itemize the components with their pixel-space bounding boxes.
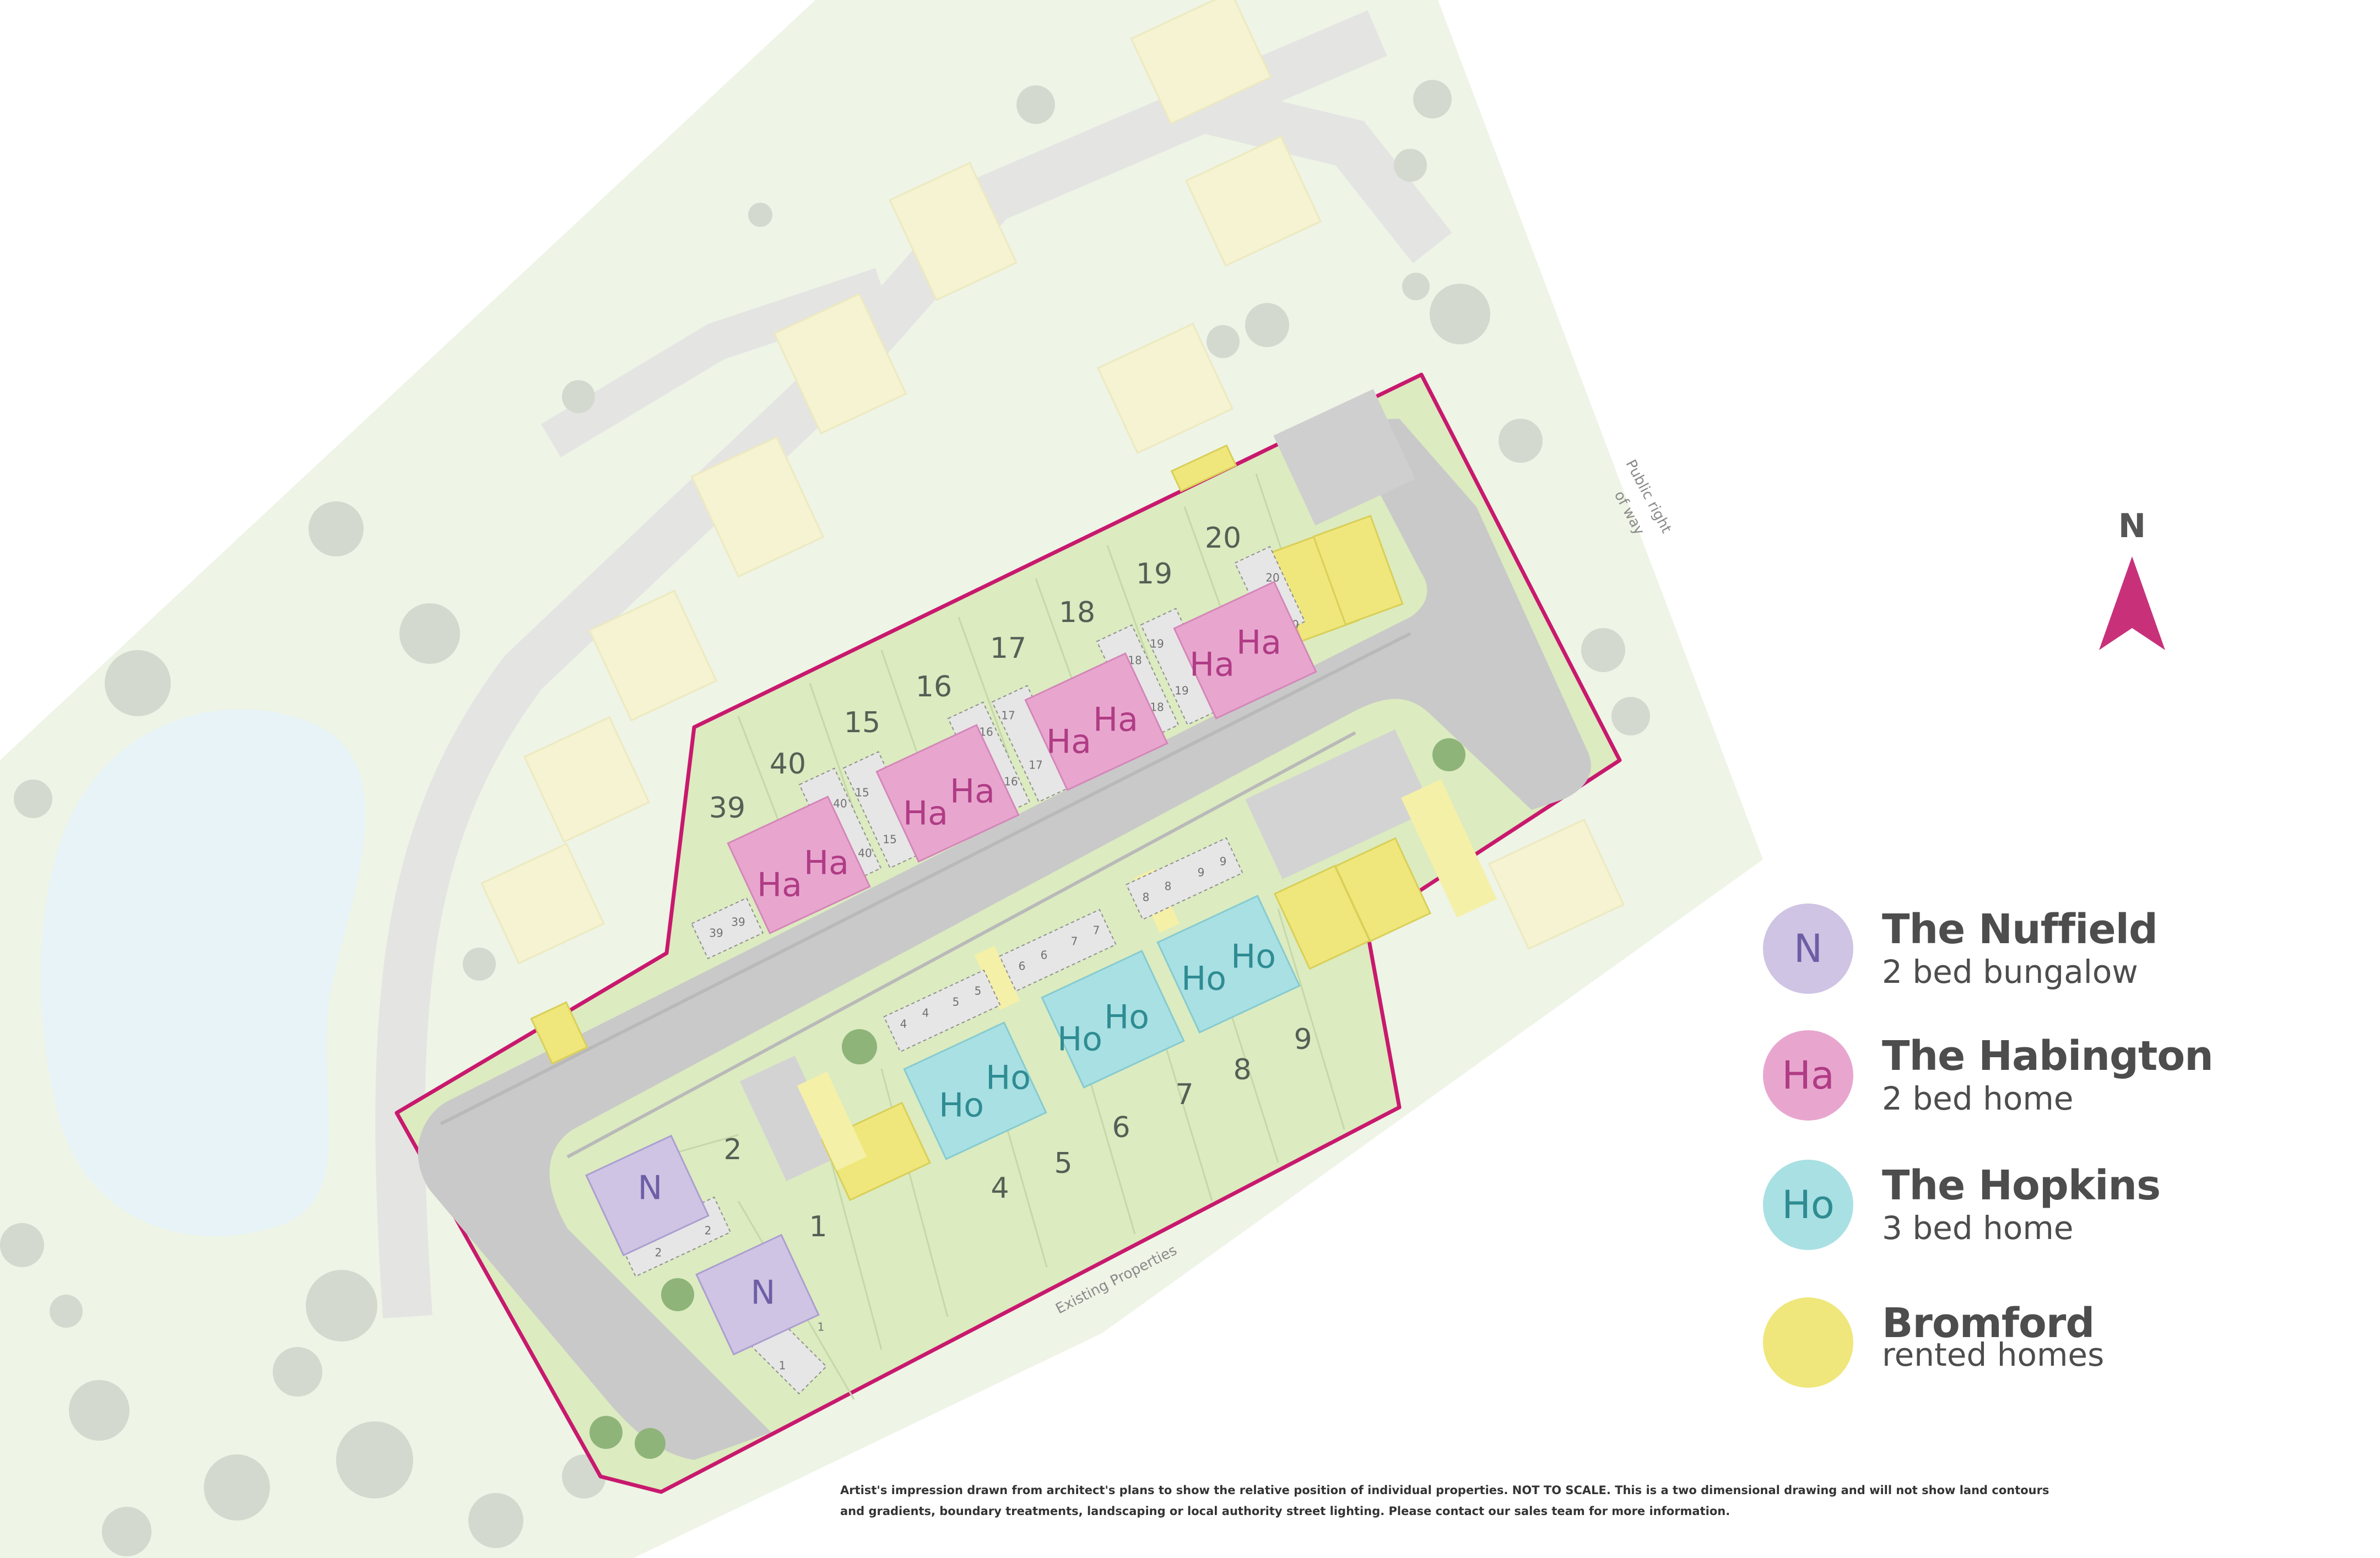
house-code-ha: Ha <box>757 866 802 905</box>
legend-subtitle: rented homes <box>1882 1336 2105 1373</box>
plot-number: 17 <box>990 632 1026 665</box>
legend-title: Bromford <box>1882 1300 2095 1347</box>
plot-number: 39 <box>709 792 745 825</box>
house-code-ho: Ho <box>939 1086 984 1125</box>
parking-number: 2 <box>705 1224 712 1237</box>
legend-subtitle: 3 bed home <box>1882 1209 2074 1247</box>
parking-number: 39 <box>731 916 745 929</box>
parking-number: 19 <box>1150 637 1164 651</box>
house-code-ha: Ha <box>950 772 995 811</box>
house-code-ha: Ha <box>1093 701 1138 739</box>
house-code-ha: Ha <box>804 844 849 883</box>
parking-number: 6 <box>1019 960 1026 973</box>
site-trees <box>589 738 1465 1459</box>
plot-number: 7 <box>1175 1078 1193 1111</box>
parking-number: 39 <box>709 927 723 940</box>
parking-number: 4 <box>922 1007 929 1020</box>
parking-number: 17 <box>1001 709 1015 722</box>
house-code-ha: Ha <box>903 794 948 833</box>
parking-number: 9 <box>1220 855 1227 868</box>
house-code-ha: Ha <box>1189 646 1235 684</box>
parking-number: 7 <box>1071 935 1078 948</box>
plot-number: 40 <box>770 748 806 781</box>
parking-court <box>1245 729 1432 879</box>
legend-item-hopkins: Ho The Hopkins 3 bed home <box>1763 1160 2369 1259</box>
legend-item-bromford: Bromford rented homes <box>1763 1297 2369 1397</box>
parking-number: 19 <box>1175 684 1188 697</box>
parking-number: 8 <box>1143 891 1150 904</box>
parking-number: 2 <box>655 1246 662 1259</box>
nuffield-homes <box>585 1134 820 1356</box>
parking-number: 1 <box>818 1321 825 1334</box>
house-code-ho: Ho <box>1181 960 1226 998</box>
plot-number: 5 <box>1054 1147 1072 1180</box>
house-code-n: N <box>638 1169 663 1208</box>
road-kerb <box>440 632 1411 1159</box>
parking-number: 16 <box>1004 775 1018 788</box>
bromford-homes <box>530 444 1432 1202</box>
legend-item-habington: Ha The Habington 2 bed home <box>1763 1030 2369 1129</box>
plot-number: 1 <box>809 1210 827 1243</box>
trees <box>0 80 1650 1556</box>
parking-number: 17 <box>1029 759 1042 772</box>
plot-number: 19 <box>1136 558 1172 591</box>
legend-title: The Nuffield <box>1882 906 2158 953</box>
parking-number: 7 <box>1093 924 1100 937</box>
driveway-1 <box>739 1056 842 1181</box>
existing-estate <box>375 0 1625 1319</box>
hopkins-homes <box>903 895 1301 1160</box>
disclaimer-text: Artist's impression drawn from architect… <box>840 1484 2049 1518</box>
plot-number: 15 <box>844 706 880 739</box>
parking-number: 40 <box>858 847 872 860</box>
legend-swatch-bromford <box>1763 1297 1853 1388</box>
plot-numbers: 1 2 4 5 6 7 8 9 15 16 17 18 19 20 39 40 <box>709 522 1312 1243</box>
plot-number: 20 <box>1205 522 1241 555</box>
plot-number: 16 <box>916 670 952 704</box>
legend-title: The Habington <box>1882 1032 2214 1080</box>
legend-subtitle: 2 bed home <box>1882 1080 2074 1117</box>
legend-swatch-nuffield: N <box>1763 904 1853 994</box>
north-label: N <box>2118 507 2146 545</box>
plot-number: 4 <box>991 1172 1009 1205</box>
house-code-ho: Ho <box>1231 938 1276 976</box>
house-code-ha: Ha <box>1236 624 1281 662</box>
house-code-ho: Ho <box>1104 998 1149 1037</box>
parking-number: 6 <box>1041 949 1048 962</box>
north-arrow-icon <box>2099 556 2165 650</box>
legend-swatch-hopkins: Ho <box>1763 1160 1853 1250</box>
house-code-ha: Ha <box>1046 723 1091 761</box>
legend-item-nuffield: N The Nuffield 2 bed bungalow <box>1763 904 2369 1003</box>
parking-number: 9 <box>1198 866 1205 879</box>
legend-title: The Hopkins <box>1882 1162 2161 1209</box>
parking-number: 1 <box>779 1359 786 1372</box>
legend-swatch-habington: Ha <box>1763 1030 1853 1121</box>
parking-number: 40 <box>833 797 847 810</box>
turning-head <box>1273 389 1415 526</box>
parking-number: 8 <box>1165 880 1172 893</box>
parking-number: 15 <box>883 833 896 846</box>
house-code-ho: Ho <box>986 1059 1031 1097</box>
plot-number: 6 <box>1112 1111 1130 1144</box>
parking-number: 15 <box>855 786 869 799</box>
nuffield-codes: N N <box>638 1169 776 1312</box>
parking-number: 4 <box>900 1018 907 1031</box>
plot-number: 9 <box>1294 1023 1312 1056</box>
habington-codes: Ha Ha Ha Ha Ha Ha Ha Ha <box>757 624 1281 905</box>
parking-number: 5 <box>953 996 960 1009</box>
house-code-n: N <box>751 1274 776 1312</box>
pond <box>40 709 366 1236</box>
parking-bay-numbers: 39 39 40 40 15 15 16 16 17 17 18 18 19 1… <box>655 571 1299 1372</box>
legend-subtitle: 2 bed bungalow <box>1882 953 2138 991</box>
plot-number: 8 <box>1233 1053 1251 1086</box>
habington-homes <box>727 581 1317 934</box>
plot-number: 2 <box>723 1133 742 1166</box>
north-arrow: N <box>2094 507 2171 661</box>
plot-number: 18 <box>1059 596 1095 629</box>
parking-number: 5 <box>975 984 982 998</box>
hopkins-codes: Ho Ho Ho Ho Ho Ho <box>939 938 1276 1125</box>
house-code-ho: Ho <box>1057 1020 1102 1059</box>
